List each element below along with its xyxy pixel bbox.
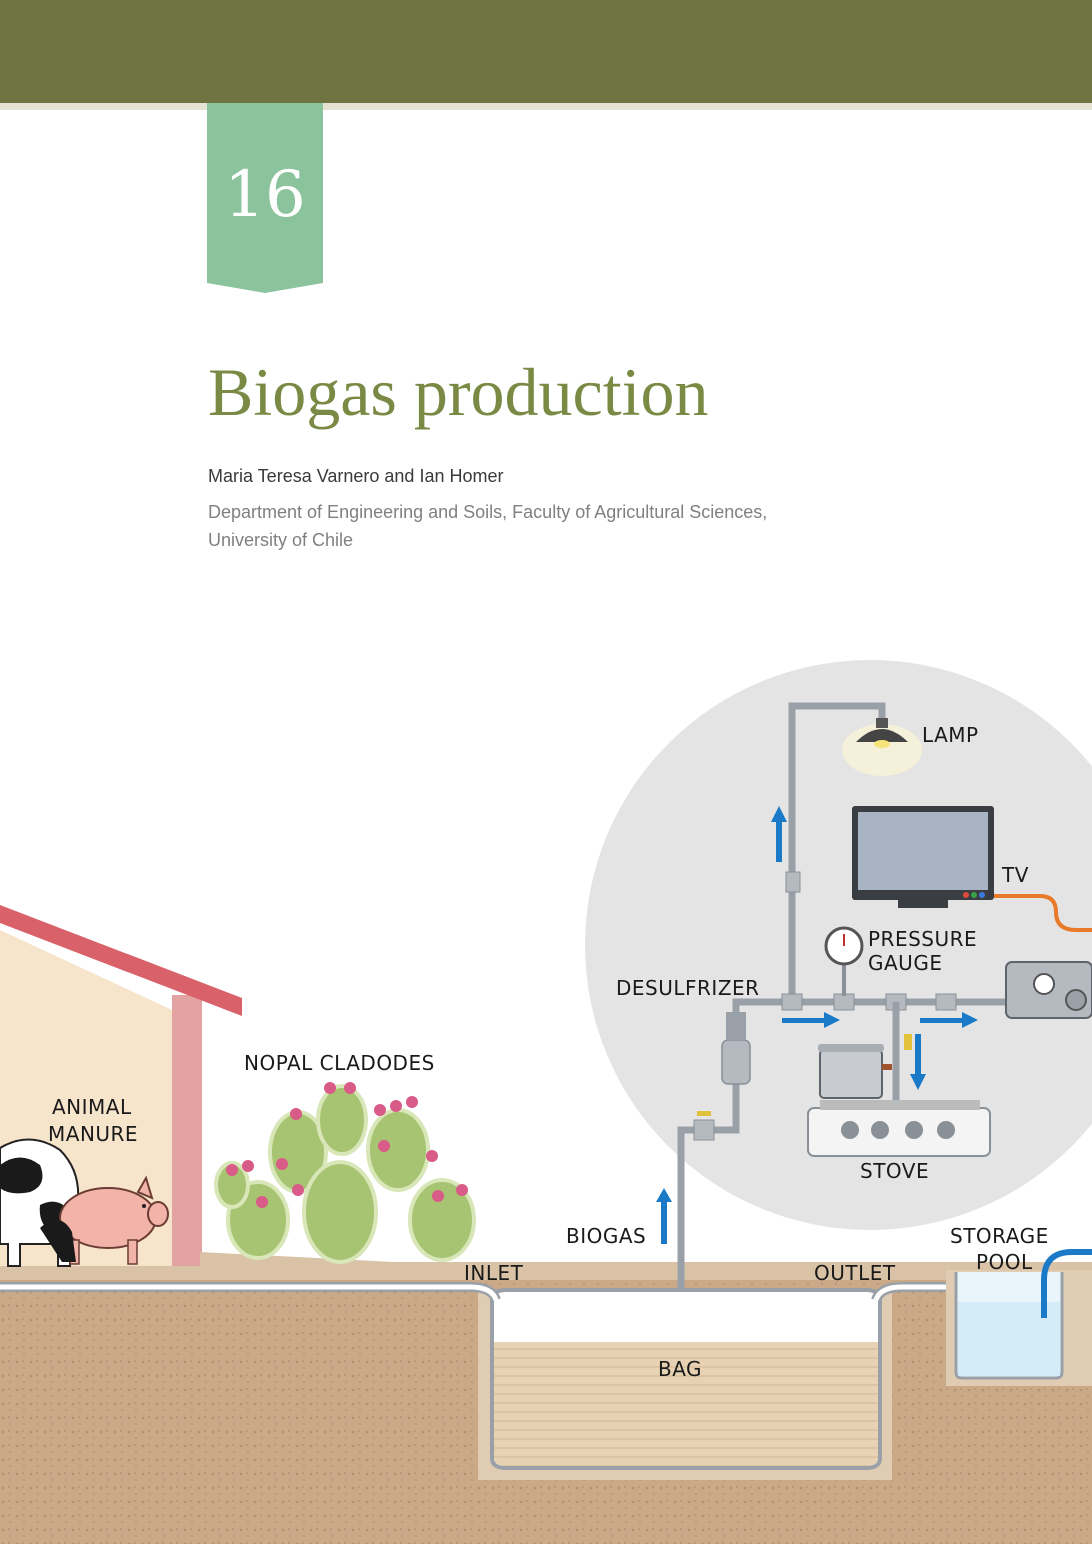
header-band: [0, 0, 1092, 103]
pot-icon: [818, 1044, 892, 1099]
label-pressure-2: GAUGE: [868, 951, 942, 975]
main-gas-line: [732, 998, 1010, 1012]
label-storage-1: STORAGE: [950, 1224, 1049, 1248]
label-tv: TV: [1001, 863, 1029, 887]
chapter-tab: 16: [207, 103, 323, 293]
stove-icon: [807, 1100, 991, 1157]
pig-icon: [40, 1175, 169, 1265]
tv-icon: [852, 806, 994, 908]
header-rule: [0, 103, 1092, 110]
arrow-up-icon: [771, 806, 787, 862]
biogas-diagram: LAMP TV PRESSURE GAUGE DESULFRIZER NOPAL…: [0, 660, 1092, 1544]
label-outlet: OUTLET: [814, 1261, 896, 1285]
cactus-icon: [214, 1084, 476, 1264]
arrow-right-icon: [920, 1012, 978, 1028]
ground-surface: [0, 1262, 1092, 1280]
chapter-number: 16: [224, 158, 306, 232]
label-pressure-1: PRESSURE: [868, 927, 977, 951]
label-biogas: BIOGAS: [566, 1224, 646, 1248]
cactus-fruits: [226, 1082, 468, 1208]
authors: Maria Teresa Varnero and Ian Homer: [208, 466, 504, 486]
label-nopal-cladodes: NOPAL CLADODES: [244, 1051, 435, 1075]
label-inlet: INLET: [464, 1261, 524, 1285]
arrow-down-icon: [910, 1034, 926, 1090]
affiliation-line-2: University of Chile: [208, 530, 354, 550]
pool-pipe: [1041, 1249, 1092, 1318]
label-stove: STOVE: [860, 1159, 929, 1183]
lamp-pipe: [788, 702, 886, 1002]
chapter-tab-shape: [207, 103, 323, 293]
label-bag: BAG: [658, 1357, 702, 1381]
tv-cable: [994, 894, 1092, 932]
desulfrizer-icon: [721, 1012, 751, 1085]
label-desulfrizer: DESULFRIZER: [616, 976, 760, 1000]
arrow-up-icon: [656, 1188, 672, 1244]
barn-roof: [0, 905, 242, 1016]
affiliation-line-1: Department of Engineering and Soils, Fac…: [208, 502, 768, 522]
generator-icon: [1005, 961, 1092, 1019]
pressure-gauge-icon: [824, 926, 864, 996]
barn-post: [172, 995, 202, 1266]
affiliation: Department of Engineering and Soils, Fac…: [208, 498, 808, 554]
label-storage-2: POOL: [976, 1250, 1033, 1274]
label-animal-manure-2: MANURE: [48, 1122, 138, 1146]
lamp-icon: [842, 718, 922, 776]
label-lamp: LAMP: [922, 723, 979, 747]
bag-slurry: [494, 1342, 878, 1466]
label-animal-manure-1: ANIMAL: [52, 1095, 132, 1119]
valve: [693, 1119, 715, 1141]
arrow-right-icon: [782, 1012, 840, 1028]
page-title: Biogas production: [208, 354, 709, 430]
